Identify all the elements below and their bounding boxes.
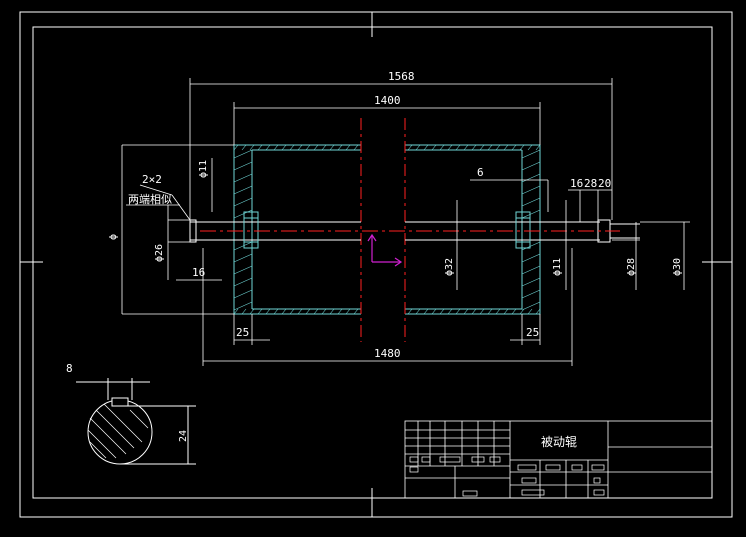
bearing-hubs	[243, 211, 531, 249]
dim-overall-length: 1568	[388, 70, 415, 83]
dia-shaft-a: ϕ28	[626, 258, 637, 276]
section-key-width: 8	[66, 362, 73, 375]
title-block	[404, 420, 713, 499]
dim-wall-left: 25	[236, 326, 249, 339]
dim-bearing-span: 1480	[374, 347, 401, 360]
dia-right-inner: ϕ11	[552, 258, 563, 276]
dim-left-step: 16	[192, 266, 205, 279]
dia-left-end: ϕ26	[154, 244, 165, 262]
dia-shaft-b: ϕ30	[672, 258, 683, 276]
dim-shaft-steps: 16	[570, 177, 583, 190]
shaft	[189, 219, 640, 243]
dia-bore: ϕ32	[444, 258, 455, 276]
dim-hub-gap: 6	[477, 166, 484, 179]
section-hatching	[87, 403, 149, 459]
dim-drum-length: 1400	[374, 94, 401, 107]
dia-outer: ϕ	[108, 234, 119, 240]
keyway-section	[76, 378, 196, 465]
dim-wall-right: 25	[526, 326, 539, 339]
wall-hatching	[233, 144, 541, 315]
note-chamfer-similar: 两端相似	[128, 193, 172, 206]
section-depth: 24	[178, 430, 189, 442]
ucs-axes-icon	[367, 233, 403, 267]
dimension-lines	[121, 78, 690, 366]
part-name-title: 被动辊	[541, 435, 577, 449]
dim-step-b: 28	[584, 177, 597, 190]
note-chamfer: 2×2	[142, 173, 162, 186]
outer-frame	[19, 11, 733, 518]
dia-left-inner: ϕ11	[198, 160, 209, 178]
title-block-fields	[409, 456, 605, 497]
dim-step-c: 20	[598, 177, 611, 190]
